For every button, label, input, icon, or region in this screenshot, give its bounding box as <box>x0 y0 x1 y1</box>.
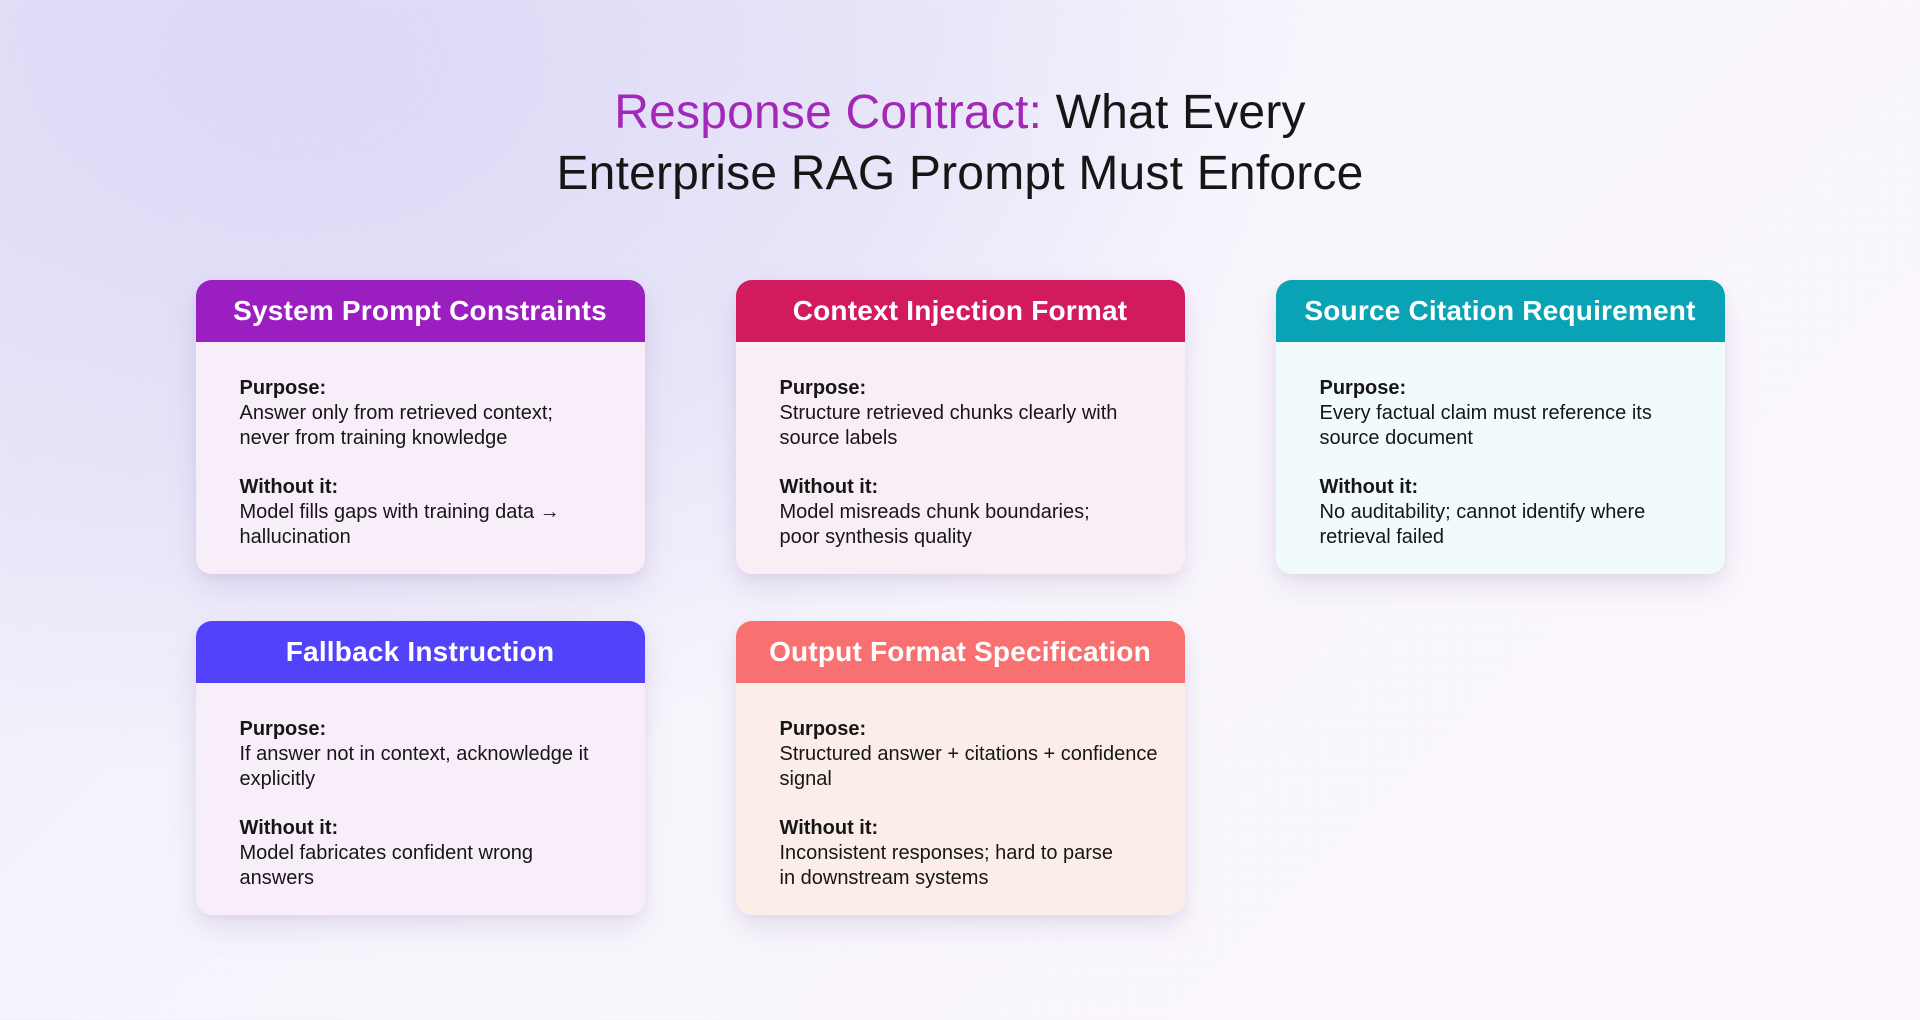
card-header: Output Format Specification <box>735 621 1185 683</box>
card-output-format-specification: Output Format Specification Purpose: Str… <box>735 621 1185 915</box>
without-text: Model misreads chunk boundaries; poor sy… <box>779 501 1090 548</box>
card-body: Purpose: Every factual claim must refere… <box>1275 342 1725 574</box>
purpose-text: Structured answer + citations + confiden… <box>779 743 1158 790</box>
card-body: Purpose: If answer not in context, ackno… <box>195 683 645 915</box>
purpose-label: Purpose: <box>779 718 867 740</box>
card-body: Purpose: Structure retrieved chunks clea… <box>735 342 1185 574</box>
without-block: Without it: Model misreads chunk boundar… <box>780 475 1165 550</box>
without-text: Model fabricates confident wrong answers <box>239 842 534 889</box>
card-source-citation-requirement: Source Citation Requirement Purpose: Eve… <box>1275 280 1725 574</box>
card-fallback-instruction: Fallback Instruction Purpose: If answer … <box>195 621 645 915</box>
page-title: Response Contract: What Every Enterprise… <box>0 82 1920 204</box>
cards-grid: System Prompt Constraints Purpose: Answe… <box>195 280 1725 915</box>
without-block: Without it: Model fills gaps with traini… <box>240 475 625 550</box>
card-body: Purpose: Structured answer + citations +… <box>735 683 1185 915</box>
without-text: Inconsistent responses; hard to parse in… <box>779 842 1114 889</box>
without-text: Model fills gaps with training data → ha… <box>239 501 560 548</box>
without-block: Without it: No auditability; cannot iden… <box>1320 475 1705 550</box>
page-title-line1-rest: What Every <box>1042 86 1306 139</box>
purpose-label: Purpose: <box>239 718 327 740</box>
without-block: Without it: Inconsistent responses; hard… <box>780 816 1165 891</box>
page-title-line2: Enterprise RAG Prompt Must Enforce <box>556 147 1364 200</box>
card-header: System Prompt Constraints <box>195 280 645 342</box>
purpose-block: Purpose: Structured answer + citations +… <box>780 717 1165 792</box>
purpose-text: If answer not in context, acknowledge it… <box>239 743 589 790</box>
purpose-block: Purpose: If answer not in context, ackno… <box>240 717 625 792</box>
card-header: Context Injection Format <box>735 280 1185 342</box>
purpose-text: Structure retrieved chunks clearly with … <box>779 402 1118 449</box>
purpose-text: Every factual claim must reference its s… <box>1319 402 1652 449</box>
without-label: Without it: <box>239 817 339 839</box>
without-label: Without it: <box>779 476 879 498</box>
card-header: Fallback Instruction <box>195 621 645 683</box>
card-body: Purpose: Answer only from retrieved cont… <box>195 342 645 574</box>
page-title-highlight: Response Contract: <box>614 86 1043 139</box>
without-text: No auditability; cannot identify where r… <box>1319 501 1646 548</box>
purpose-block: Purpose: Every factual claim must refere… <box>1320 376 1705 451</box>
without-label: Without it: <box>239 476 339 498</box>
without-block: Without it: Model fabricates confident w… <box>240 816 625 891</box>
purpose-text: Answer only from retrieved context; neve… <box>239 402 553 449</box>
purpose-label: Purpose: <box>239 377 327 399</box>
without-label: Without it: <box>779 817 879 839</box>
purpose-label: Purpose: <box>1319 377 1407 399</box>
purpose-label: Purpose: <box>779 377 867 399</box>
purpose-block: Purpose: Structure retrieved chunks clea… <box>780 376 1165 451</box>
card-context-injection-format: Context Injection Format Purpose: Struct… <box>735 280 1185 574</box>
purpose-block: Purpose: Answer only from retrieved cont… <box>240 376 625 451</box>
without-label: Without it: <box>1319 476 1419 498</box>
card-header: Source Citation Requirement <box>1275 280 1725 342</box>
card-system-prompt-constraints: System Prompt Constraints Purpose: Answe… <box>195 280 645 574</box>
